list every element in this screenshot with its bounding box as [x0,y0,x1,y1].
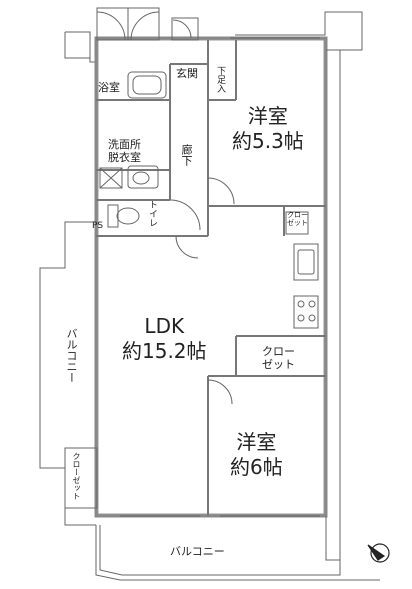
outer-wall-main [94,36,328,518]
balcony-bottom-outline [95,525,380,581]
room-label-closet-small: クロー ゼット [287,211,308,227]
compass-north-icon [367,543,390,563]
western-2-size: 約6帖 [230,455,283,479]
room-label-entrance: 玄関 [176,67,198,80]
room-label-ldk: LDK 約15.2帖 [122,314,207,364]
western-2-name: 洋室 [236,430,277,454]
room-label-washroom: 洗面所 脱衣室 [108,138,141,164]
room-label-toilet: トイレ [147,200,157,227]
room-label-balcony-bottom: バルコニー [170,545,225,558]
room-label-western-1: 洋室 約5.3帖 [232,104,304,154]
western-1-size: 約5.3帖 [232,129,304,153]
ldk-size: 約15.2帖 [122,339,207,363]
room-label-shoe-box: 下足入 [215,66,225,93]
outer-wall-left-upper [64,32,90,59]
room-label-balcony-side: バルコニー [65,328,78,383]
room-label-ps: PS [92,221,104,231]
outer-wall-right [326,49,341,560]
outer-wall-top-right [235,11,363,51]
outer-wall-top-left [65,31,96,63]
room-label-bath: 浴室 [98,81,120,94]
room-label-western-2: 洋室 約6帖 [230,430,283,480]
room-label-corridor: 廊下 [180,144,193,166]
washroom-line1: 洗面所 [108,138,141,151]
western-1-name: 洋室 [247,104,288,128]
washroom-line2: 脱衣室 [108,151,141,165]
room-label-closet-left: クローゼット [72,452,81,500]
ldk-name: LDK [144,314,185,338]
room-label-closet-mid: クロー ゼット [262,345,295,372]
